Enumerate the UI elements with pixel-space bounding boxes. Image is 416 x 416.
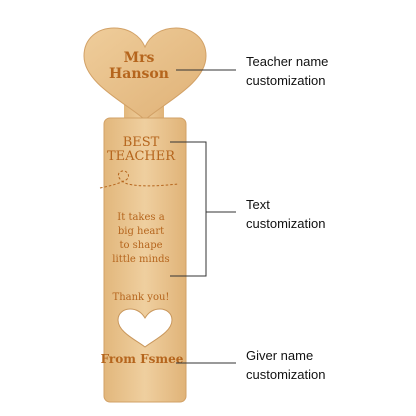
title-line1: BEST [123,135,160,150]
quote-line-3: to shape [119,240,162,251]
heart-name-line1: Mrs [124,50,155,66]
giver-text: From Fsmee [101,352,184,366]
thanks-text: Thank you! [113,292,170,303]
annotation-teacher-name-line1: Teacher name [246,54,329,69]
heart-cutout [117,308,173,348]
annotation-teacher-name-line2: customization [246,73,326,88]
dashed-heart-swirl [99,170,179,189]
heart-name-line2: Hanson [109,66,169,82]
quote-line-2: big heart [118,226,164,237]
annotation-giver-line1: Giver name [246,348,314,363]
heart-topper [83,27,207,121]
quote-line-1: It takes a [117,212,164,223]
annotation-text-line2: customization [246,216,326,231]
annotation-giver-line2: customization [246,367,326,382]
annotation-teacher-name: Teacher name customization [246,52,328,90]
callout-text-bracket [170,141,207,277]
annotation-giver: Giver name customization [246,346,325,384]
title-line2: TEACHER [107,149,176,164]
annotation-text: Text customization [246,195,325,233]
annotation-text-line1: Text [246,197,270,212]
quote-line-4: little minds [112,254,169,265]
